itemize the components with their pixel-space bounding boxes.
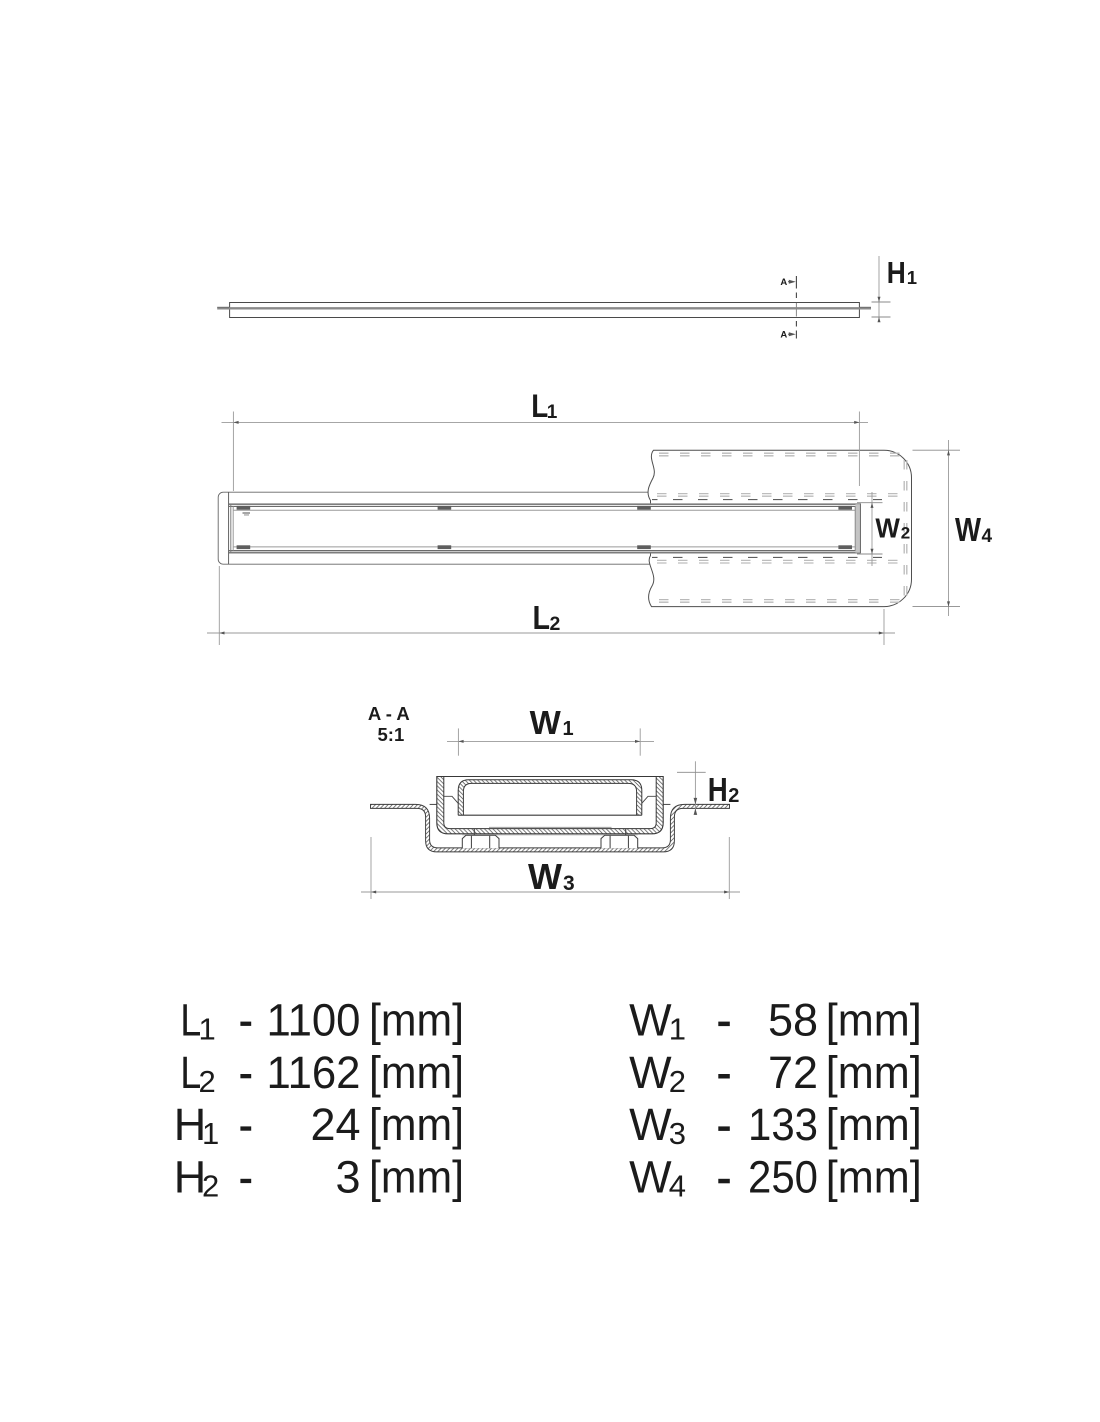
svg-text:1100: 1100 — [267, 994, 361, 1045]
svg-text:W: W — [530, 704, 562, 741]
svg-text:4: 4 — [669, 1169, 686, 1204]
svg-text:24: 24 — [310, 1099, 360, 1150]
svg-text:W: W — [629, 1152, 672, 1203]
svg-text:[mm]: [mm] — [369, 1099, 464, 1150]
svg-text:58: 58 — [768, 994, 818, 1045]
svg-text:[mm]: [mm] — [369, 1047, 464, 1098]
svg-text:4: 4 — [982, 526, 993, 547]
svg-text:133: 133 — [748, 1099, 818, 1150]
svg-text:2: 2 — [199, 1064, 216, 1099]
svg-text:1: 1 — [202, 1116, 219, 1151]
svg-text:1: 1 — [199, 1011, 216, 1046]
svg-text:W: W — [875, 513, 900, 544]
svg-text:W: W — [528, 856, 562, 897]
svg-text:H: H — [887, 255, 906, 290]
svg-text:1: 1 — [669, 1011, 686, 1046]
svg-text:L: L — [531, 388, 548, 424]
svg-text:2: 2 — [202, 1169, 219, 1204]
svg-text:3: 3 — [669, 1116, 686, 1151]
svg-text:A - A: A - A — [368, 703, 410, 724]
svg-text:W: W — [955, 511, 982, 548]
svg-text:1162: 1162 — [267, 1047, 361, 1098]
svg-text:A: A — [780, 330, 787, 341]
svg-text:1: 1 — [563, 718, 574, 740]
svg-text:L: L — [533, 599, 551, 636]
svg-text:3: 3 — [563, 872, 575, 895]
svg-text:[mm]: [mm] — [826, 1099, 922, 1150]
svg-text:[mm]: [mm] — [826, 1152, 922, 1203]
svg-text:250: 250 — [748, 1152, 818, 1203]
svg-text:H: H — [174, 1099, 207, 1150]
svg-text:W: W — [629, 1047, 672, 1098]
svg-text:[mm]: [mm] — [826, 1047, 922, 1098]
svg-text:L: L — [180, 1047, 201, 1098]
svg-text:1: 1 — [547, 402, 558, 423]
svg-text:W: W — [629, 994, 672, 1045]
svg-text:2: 2 — [901, 524, 910, 543]
svg-text:[mm]: [mm] — [369, 994, 464, 1045]
svg-text:H: H — [174, 1152, 207, 1203]
svg-text:L: L — [180, 994, 201, 1045]
svg-text:[mm]: [mm] — [826, 994, 922, 1045]
svg-text:1: 1 — [907, 267, 917, 288]
svg-text:2: 2 — [728, 785, 739, 807]
svg-text:[mm]: [mm] — [369, 1152, 464, 1203]
svg-text:A: A — [780, 277, 787, 288]
svg-text:W: W — [629, 1099, 672, 1150]
svg-text:3: 3 — [335, 1152, 360, 1203]
svg-text:5:1: 5:1 — [378, 724, 405, 745]
svg-text:H: H — [708, 771, 728, 808]
svg-text:2: 2 — [669, 1064, 686, 1099]
svg-text:72: 72 — [768, 1047, 818, 1098]
svg-text:2: 2 — [550, 613, 561, 635]
